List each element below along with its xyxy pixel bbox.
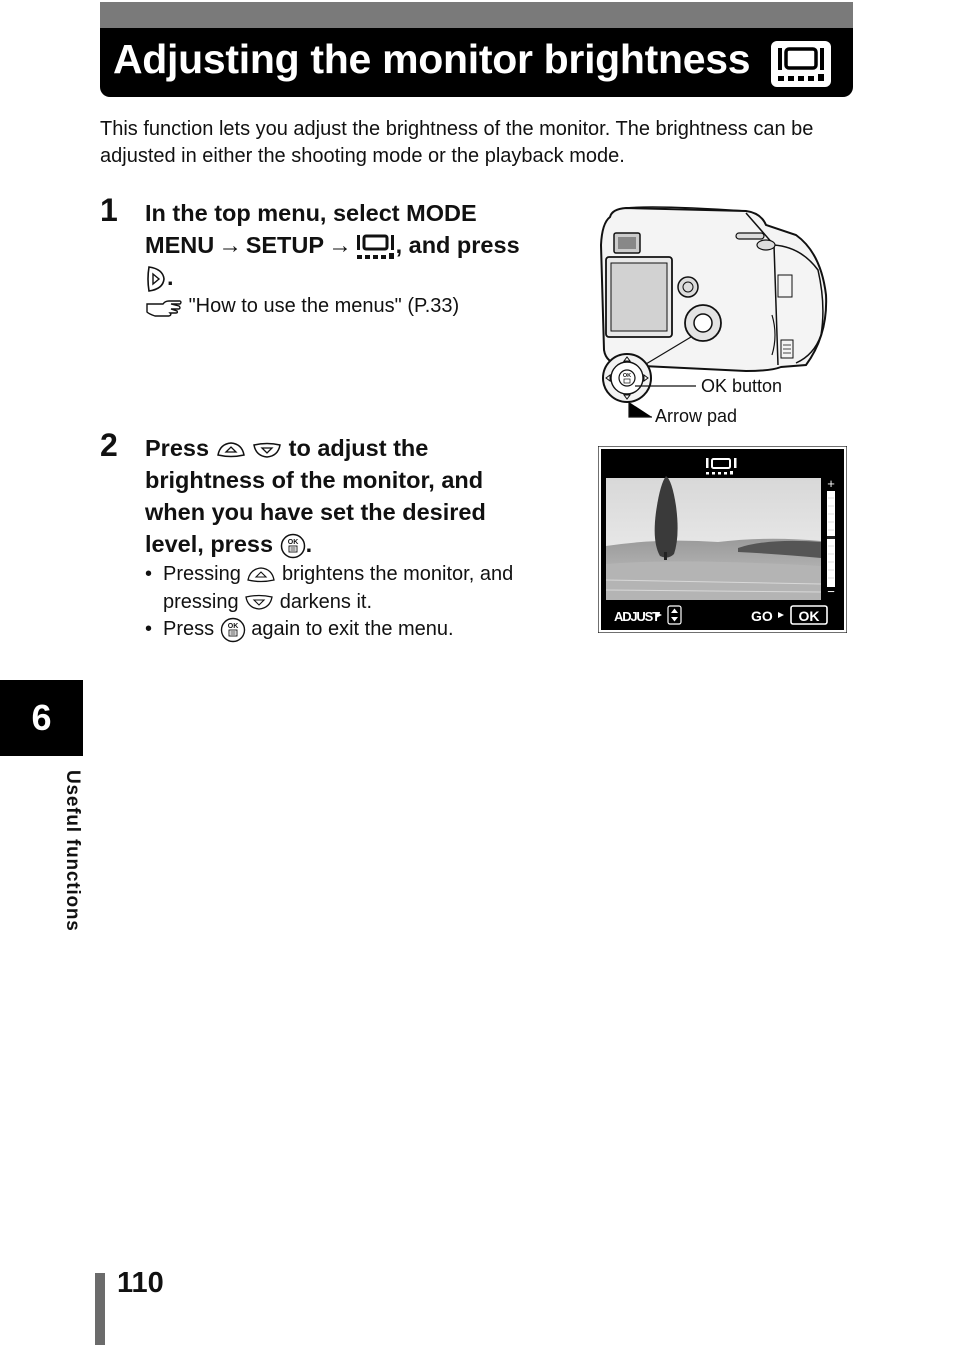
- chapter-number: 6: [31, 697, 52, 738]
- step-2-level-press: level, press: [145, 531, 274, 557]
- lcd-minus: −: [827, 584, 835, 599]
- page-header: Adjusting the monitor brightness: [100, 2, 853, 97]
- step-2-line-1: Press to adjust the: [145, 432, 585, 464]
- header-strip: [100, 2, 853, 28]
- intro-text: This function lets you adjust the bright…: [100, 118, 814, 167]
- ok-glyph: OK: [287, 539, 298, 546]
- step-1-text: In the top menu, select MODE MENU→SETUP→…: [145, 197, 585, 293]
- monitor-brightness-icon: [706, 458, 737, 475]
- lcd-plus: +: [827, 476, 835, 491]
- bullet-item: • Press OK again to exit the menu.: [145, 616, 585, 644]
- up-arrow-button-icon: [247, 567, 276, 582]
- step-2-bullets: • Pressing brightens the monitor, and pr…: [145, 561, 585, 644]
- bullet-text: pressing: [163, 590, 239, 613]
- lcd-ok-label: OK: [799, 608, 820, 624]
- page-number-bar: [95, 1273, 105, 1345]
- step-1-line-2: MENU→SETUP→ , and press: [145, 229, 585, 261]
- page-title: Adjusting the monitor brightness: [113, 36, 751, 82]
- step-2-text: Press to adjust the brightness of the mo…: [145, 432, 585, 560]
- chapter-label-text: Useful functions: [62, 770, 83, 932]
- brightness-level-marker: [827, 536, 835, 539]
- bullet-text: again to exit the menu.: [251, 618, 454, 640]
- zoom-ok-label: OK: [623, 373, 631, 379]
- step-2-line-2: brightness of the monitor, and: [145, 467, 484, 493]
- step-1-period: .: [167, 264, 174, 290]
- bullet-text: darkens it.: [279, 590, 372, 613]
- step-2-line-4: level, press OK .: [145, 528, 585, 560]
- pointing-hand-icon: [146, 300, 182, 317]
- step-1-mode-menu: MENU: [145, 232, 215, 258]
- page-number: 110: [117, 1267, 164, 1299]
- right-arrow-button-icon: [147, 265, 165, 292]
- ok-button-caption: OK button: [701, 376, 783, 396]
- chapter-label: Useful functions: [57, 770, 83, 960]
- chapter-tab: 6: [0, 680, 83, 756]
- bullet-item: • Pressing brightens the monitor, and pr…: [145, 563, 514, 613]
- step-2-line-3: when you have set the desired: [145, 499, 486, 525]
- monitor-brightness-icon: [356, 234, 394, 259]
- bullet-text: Press: [163, 618, 215, 640]
- step-1-and-press: , and press: [395, 232, 520, 258]
- ok-button-icon: OK: [220, 617, 245, 642]
- step-2-period: .: [305, 531, 313, 557]
- up-arrow-button-icon: [216, 442, 245, 458]
- monitor-brightness-icon: [771, 41, 831, 87]
- reference-text: "How to use the menus" (P.33): [188, 295, 460, 317]
- arrow-icon: →: [328, 232, 352, 258]
- lcd-screenshot: + − ADJUST GO OK: [598, 446, 847, 633]
- step-1-setup: SETUP: [245, 232, 325, 258]
- camera-illustration: OK: [599, 206, 828, 418]
- step-1-line-3: .: [145, 261, 585, 293]
- step-1-number: 1: [100, 192, 118, 228]
- arrow-pad-caption: Arrow pad: [655, 406, 738, 426]
- step-2-to-adjust: to adjust the: [288, 435, 429, 461]
- arrow-icon: →: [218, 232, 242, 258]
- bullet-text: Pressing: [163, 563, 241, 585]
- step-2-press: Press: [145, 435, 210, 461]
- down-arrow-button-icon: [245, 595, 273, 610]
- ok-glyph: OK: [227, 623, 238, 630]
- step-1-reference: "How to use the menus" (P.33): [145, 293, 459, 319]
- down-arrow-button-icon: [253, 442, 281, 458]
- bullet-text: brightens the monitor, and: [281, 563, 514, 585]
- step-1-line-1: In the top menu, select MODE: [145, 200, 477, 226]
- ok-button-icon: OK: [280, 533, 305, 559]
- lcd-adjust-label: ADJUST: [614, 609, 660, 624]
- step-2-number: 2: [100, 427, 118, 463]
- lcd-go-label: GO: [751, 608, 773, 624]
